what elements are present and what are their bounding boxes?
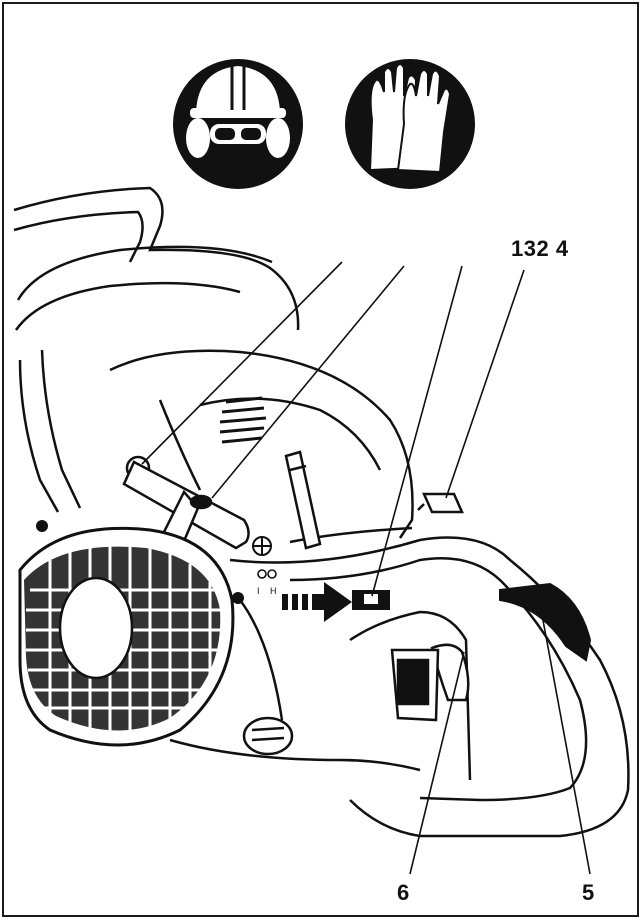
engine-cover <box>109 349 414 544</box>
stop-switch <box>352 590 390 610</box>
choke-symbol <box>252 536 272 556</box>
callout-label-6: 6 <box>397 880 410 905</box>
decompression-lever <box>284 450 322 550</box>
throttle-lockout <box>499 582 592 662</box>
switch-mark-left: I <box>257 586 260 596</box>
chain-catcher <box>417 492 464 514</box>
front-handle <box>13 186 300 513</box>
oil-tank-cap <box>242 716 294 756</box>
callout-label-5: 5 <box>582 880 595 905</box>
arrow-icon <box>282 582 352 622</box>
protective-gloves-icon <box>345 59 475 189</box>
callout-label-132-4: 132 4 <box>511 236 569 261</box>
leader-lines <box>141 261 591 875</box>
throttle-trigger <box>390 643 470 722</box>
switch-markings <box>257 569 277 579</box>
fan-housing <box>18 520 244 747</box>
cover-vents <box>219 396 267 444</box>
helmet-goggles-earmuffs-icon <box>173 59 303 189</box>
switch-mark-right: H <box>270 586 277 596</box>
rear-handle <box>169 536 630 838</box>
